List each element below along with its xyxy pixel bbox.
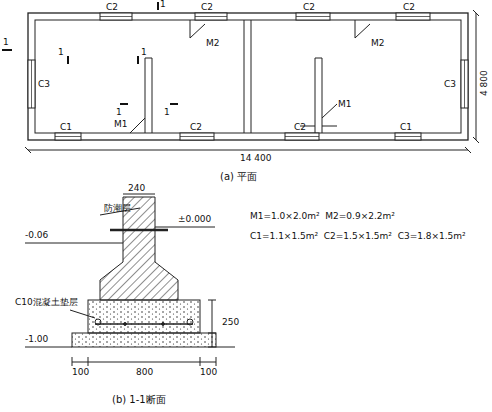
- opening-tag: C2: [201, 3, 213, 12]
- opening-tag: C1: [400, 123, 412, 132]
- section-mark: 1: [164, 108, 170, 117]
- note: C10混凝土垫层: [15, 298, 78, 307]
- opening-tag: C2: [190, 123, 202, 132]
- section-mark: 1: [58, 48, 64, 57]
- dimension: -1.00: [25, 335, 48, 344]
- dimension: ±0.000: [178, 215, 211, 224]
- section-mark: 1: [141, 48, 147, 57]
- dimension: 14 400: [240, 154, 272, 163]
- dimension: 800: [136, 368, 153, 377]
- dimension: 250: [222, 318, 239, 327]
- opening-tag: C2: [403, 3, 415, 12]
- opening-tag: C3: [38, 80, 50, 89]
- section-marks: [2, 2, 178, 104]
- opening-tag: M2: [206, 39, 220, 48]
- section-mark: 1: [3, 38, 9, 47]
- section-mark: 1: [160, 0, 166, 9]
- dimension: -0.06: [25, 231, 48, 240]
- note: (b) 1-1断面: [112, 395, 166, 405]
- note: (a) 平面: [220, 172, 257, 182]
- opening-tag: M2: [371, 39, 385, 48]
- opening-tag: C2: [303, 3, 315, 12]
- opening-tag: C3: [444, 80, 456, 89]
- dimension: 240: [128, 184, 145, 193]
- opening-tag: C2: [106, 3, 118, 12]
- floor-plan: [25, 10, 479, 153]
- opening-tag: M1: [338, 100, 352, 109]
- note: 防潮层: [104, 204, 131, 213]
- section-1-1: [25, 194, 235, 366]
- section-mark: 1: [116, 108, 122, 117]
- opening-tag: M1: [114, 120, 128, 129]
- note: C1=1.1×1.5m² C2=1.5×1.5m² C3=1.8×1.5m²: [250, 232, 466, 241]
- opening-tag: C2: [294, 123, 306, 132]
- note: M1=1.0×2.0m² M2=0.9×2.2m²: [250, 212, 395, 221]
- dimension: 100: [200, 368, 217, 377]
- dimension: 100: [72, 368, 89, 377]
- dimension: 4 800: [480, 70, 489, 96]
- opening-tag: C1: [60, 123, 72, 132]
